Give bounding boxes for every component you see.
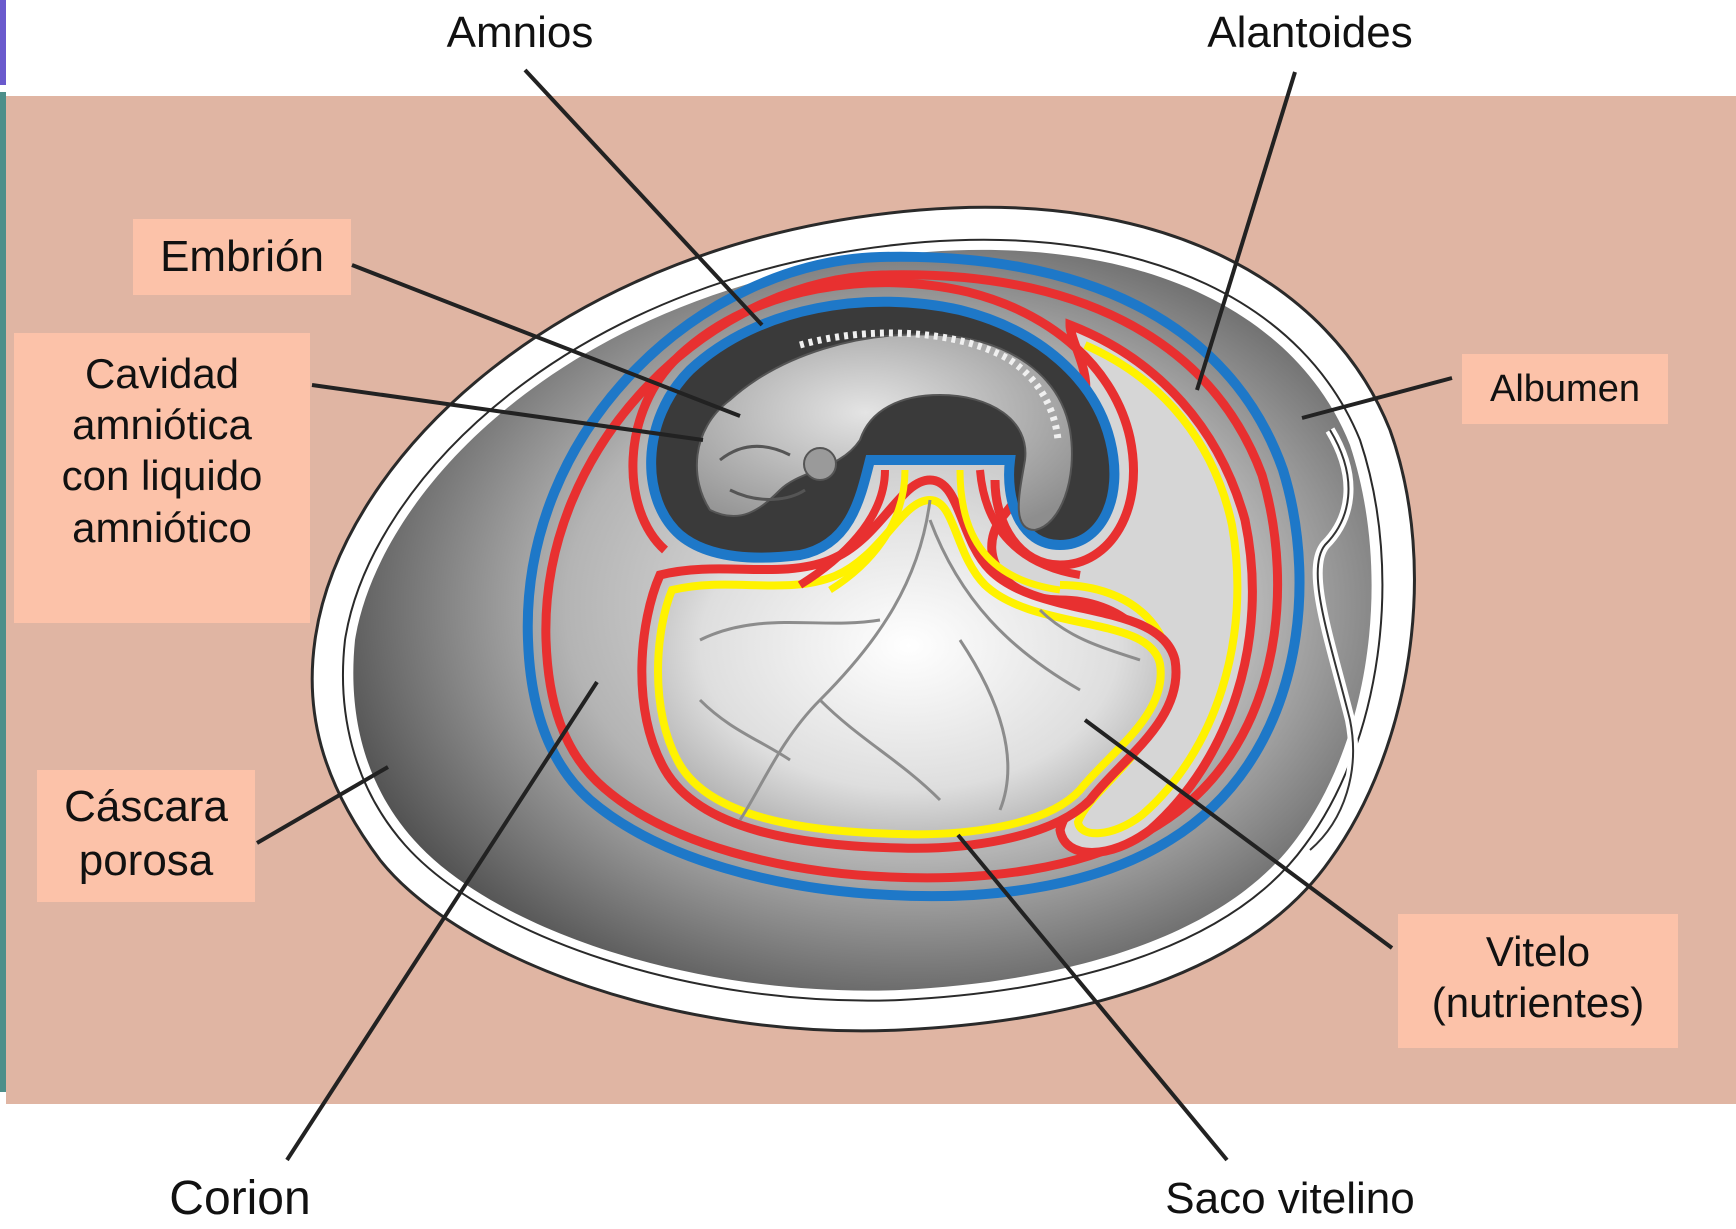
label-cascara-line1: Cáscara xyxy=(37,780,255,834)
label-corion: Corion xyxy=(140,1170,340,1229)
embryo-eye xyxy=(804,448,836,480)
label-embrion: Embrión xyxy=(133,219,351,295)
label-cavidad-line2: amniótica xyxy=(14,399,310,450)
label-cavidad: Cavidad amniótica con liquido amniótico xyxy=(14,333,310,623)
label-amnios: Amnios xyxy=(430,6,610,60)
label-cavidad-line3: con liquido xyxy=(14,450,310,501)
label-cascara-line2: porosa xyxy=(37,834,255,888)
label-vitelo: Vitelo (nutrientes) xyxy=(1398,914,1678,1048)
label-alantoides: Alantoides xyxy=(1185,6,1435,60)
label-albumen: Albumen xyxy=(1462,354,1668,424)
label-vitelo-line1: Vitelo xyxy=(1398,926,1678,977)
label-cavidad-line4: amniótico xyxy=(14,502,310,553)
label-cavidad-line1: Cavidad xyxy=(14,348,310,399)
label-cascara: Cáscara porosa xyxy=(37,770,255,902)
label-saco-vitelino: Saco vitelino xyxy=(1135,1172,1445,1226)
label-vitelo-line2: (nutrientes) xyxy=(1398,977,1678,1028)
